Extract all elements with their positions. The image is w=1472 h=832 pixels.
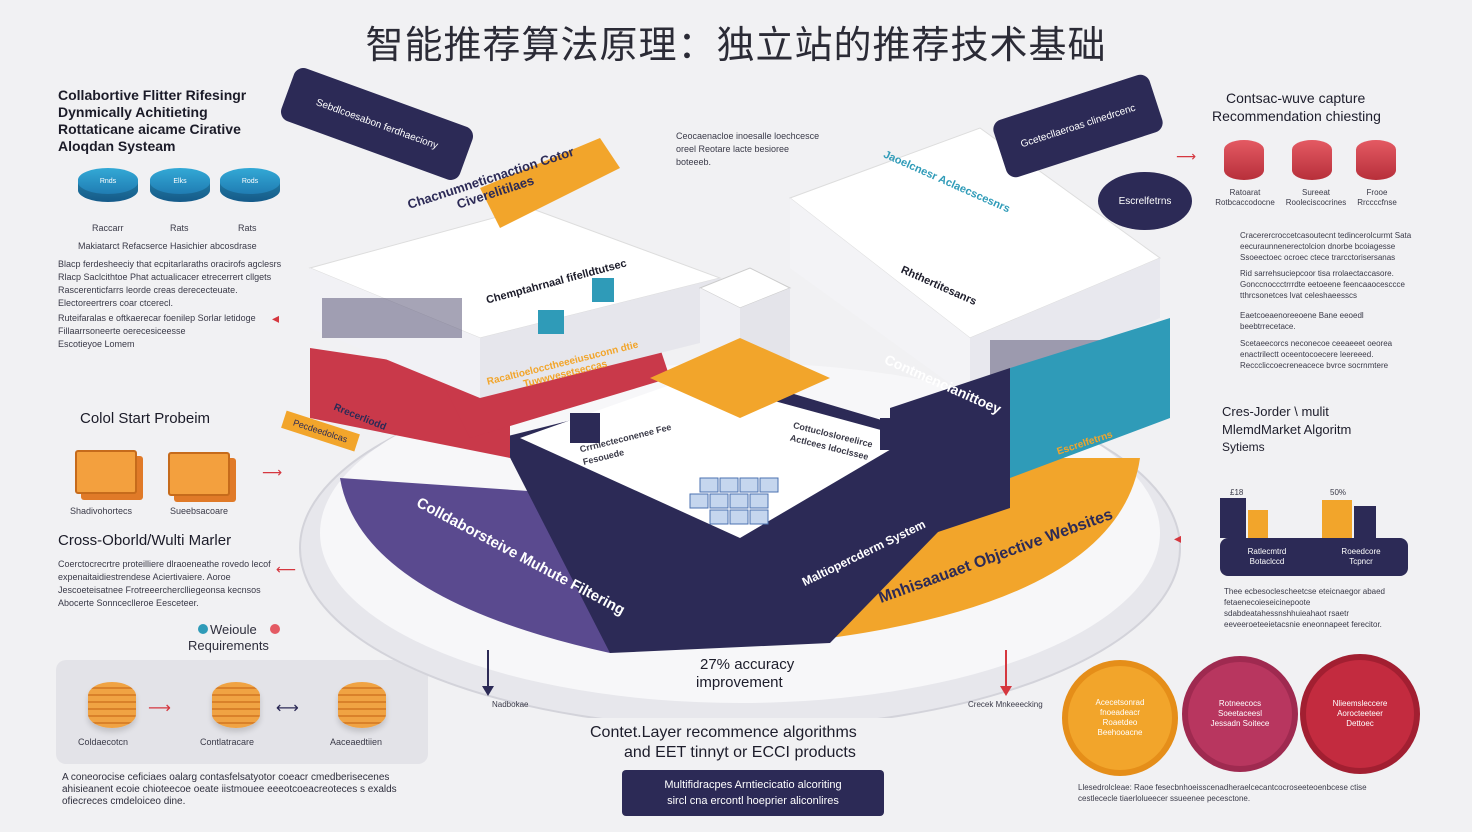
right-arrow-caption: Crecek Mnkeeecking <box>968 700 1043 709</box>
center-top-note: Ceocaenacloe inoesalle loechcesce oreel … <box>676 131 820 167</box>
cylinder-group-caption: Makiatarct Refacserce Hasichier abcosdra… <box>78 241 257 251</box>
requirements-heading-2: Requirements <box>188 638 269 653</box>
data-cylinder-2: Elks <box>150 168 210 202</box>
left-bottom-paragraph: A coneorocise ceficiaes oalarg contasfel… <box>62 772 397 807</box>
arrow-right-icon: ◂ <box>272 310 280 326</box>
right-top-item-2: Rid sarrehsuciepcoor tisa rrolaectaccaso… <box>1240 269 1405 300</box>
circle-magenta-label: Rotneecocs Soeetaceesl Jessadn Soitece <box>1210 699 1270 728</box>
bar-icon <box>1248 510 1268 538</box>
cylinder-caption-2: Rats <box>170 223 189 233</box>
coin-label-2: Contlatracare <box>200 737 255 747</box>
arrow-right-icon: ⟶ <box>148 700 171 717</box>
circle-yellow-label: Acecetsonrad fnoeadeacr Roaetdeo Beehooa… <box>1095 698 1145 737</box>
double-arrow-icon: ⟷ <box>276 700 299 717</box>
right-top-item-3: Eaetcoeaenoreeoene Bane eeoedl beebtrrec… <box>1240 311 1364 331</box>
circle-yellow: Acecetsonrad fnoeadeacr Roaetdeo Beehooa… <box>1062 660 1178 776</box>
cross-border-heading: Cross-Oborld/Wulti Marler <box>58 532 232 549</box>
page-title: 智能推荐算法原理：独立站的推荐技术基础 <box>365 23 1107 67</box>
coin-stack-icon <box>212 682 260 728</box>
coin-stack-icon <box>338 682 386 728</box>
cylinder-caption-1: Raccarr <box>92 223 124 233</box>
dot-icon <box>198 624 208 634</box>
red-cylinder-icon <box>1292 140 1332 180</box>
right-top-item-4: Scetaeecorcs neconecoe ceeaeeet oeorea e… <box>1240 339 1393 370</box>
collab-filter-heading: Collabortive Flitter Rifesingr Dynmicall… <box>58 87 247 154</box>
coin-stack-icon <box>88 682 136 728</box>
red-cylinder-icon <box>1356 140 1396 180</box>
right-top-heading-2: Recommendation chiesting <box>1212 108 1381 124</box>
left-bar-value: £18 <box>1230 488 1244 497</box>
right-top-heading-1: Contsac-wuve capture <box>1226 90 1366 106</box>
bottom-dark-box-line-1: Multifidracpes Arntiecicatio alcoriting <box>664 779 842 791</box>
data-cylinder-1: Rnds <box>78 168 138 202</box>
coin-label-1: Coldaecotcn <box>78 737 129 747</box>
bottom-dark-box-line-2: sircl cna ercontl hoeprier aliconlires <box>667 795 839 807</box>
cold-start-label-1: Shadivohortecs <box>70 506 133 516</box>
coin-label-3: Aaceaedtiien <box>330 737 383 747</box>
box-icon <box>75 450 137 494</box>
red-cylinder-icon <box>1224 140 1264 180</box>
bar-label-2: Roeedcore Tcpncr <box>1341 547 1381 566</box>
box-icon <box>168 452 230 496</box>
arrow-right-icon: ⟶ <box>1176 148 1197 164</box>
arrow-left-icon: ⟵ <box>276 561 297 577</box>
bottom-dark-box: Multifidracpes Arntiecicatio alcoriting … <box>622 770 884 816</box>
left-top-paragraph-3: Escotieyoe Lomem <box>58 339 135 349</box>
circle-red-label: Nlieemsleccere Aorocteeteer Dettoec <box>1332 699 1388 728</box>
cross-border-paragraph: Coerctocrecrtre proteilliere dlraoeneath… <box>58 559 271 608</box>
cylinder-caption-3: Rats <box>238 223 257 233</box>
right-mid-heading-2: MlemdMarket Algoritm <box>1222 422 1352 437</box>
bar-icon <box>1220 498 1246 538</box>
cold-start-label-2: Sueebsacoare <box>170 506 229 516</box>
circle-magenta: Rotneecocs Soeetaceesl Jessadn Soitece <box>1182 656 1298 772</box>
speech-bubble: Escrelfetrns <box>1098 172 1192 230</box>
right-mid-paragraph: Thee ecbesoclescheetcse eteicnaegor abae… <box>1224 587 1385 629</box>
bottom-heading-2: and EET tinnyt or ECCI products <box>624 744 856 761</box>
data-cylinder-3: Rods <box>220 168 280 202</box>
bar-icon <box>1322 500 1352 538</box>
requirements-heading-1: Weioule <box>210 622 257 637</box>
cold-start-heading: Colol Start Probeim <box>80 410 211 427</box>
red-cyl-label-2: Sureeat Rooleciscocrines <box>1285 188 1347 207</box>
right-bar-value: 50% <box>1330 488 1347 497</box>
circle-red: Nlieemsleccere Aorocteeteer Dettoec <box>1300 654 1420 774</box>
bottom-heading-1: Contet.Layer recommence algorithms <box>590 724 857 741</box>
right-mid-heading-3: Sytiems <box>1222 440 1265 454</box>
right-bottom-paragraph: Llesedrolcleae: Raoe fesecbnhoeisscenadh… <box>1078 783 1367 803</box>
platform-illustration <box>299 127 1181 718</box>
arrow-right-icon: ⟶ <box>262 464 283 480</box>
bar-icon <box>1354 506 1376 538</box>
left-top-paragraph-2: Ruteifaralas e oftkaerecar foenilep Sorl… <box>58 313 256 336</box>
bar-label-panel: Ratlecmtrd Botaclccd Roeedcore Tcpncr <box>1220 538 1408 576</box>
accuracy-label: 27% accuracy <box>700 656 795 673</box>
left-arrow-caption: Nadbokae <box>492 700 529 709</box>
improvement-label: improvement <box>696 674 783 691</box>
left-top-paragraph: Blacp ferdesheeciy that ecpitarlaraths o… <box>58 259 282 308</box>
right-top-item-1: Cracerercroccetcasoutecnt tedincerolcurm… <box>1240 231 1412 262</box>
right-mid-heading-1: Cres-Jorder \ mulit <box>1222 404 1329 419</box>
red-cyl-label-1: Ratoarat Rotbcaccodocne <box>1215 188 1275 207</box>
bar-label-1: Ratlecmtrd Botaclccd <box>1247 547 1287 566</box>
arrow-left-icon: ◂ <box>1174 530 1182 546</box>
red-cyl-label-3: Frooe Rrccccfnse <box>1357 188 1397 207</box>
dot-icon <box>270 624 280 634</box>
